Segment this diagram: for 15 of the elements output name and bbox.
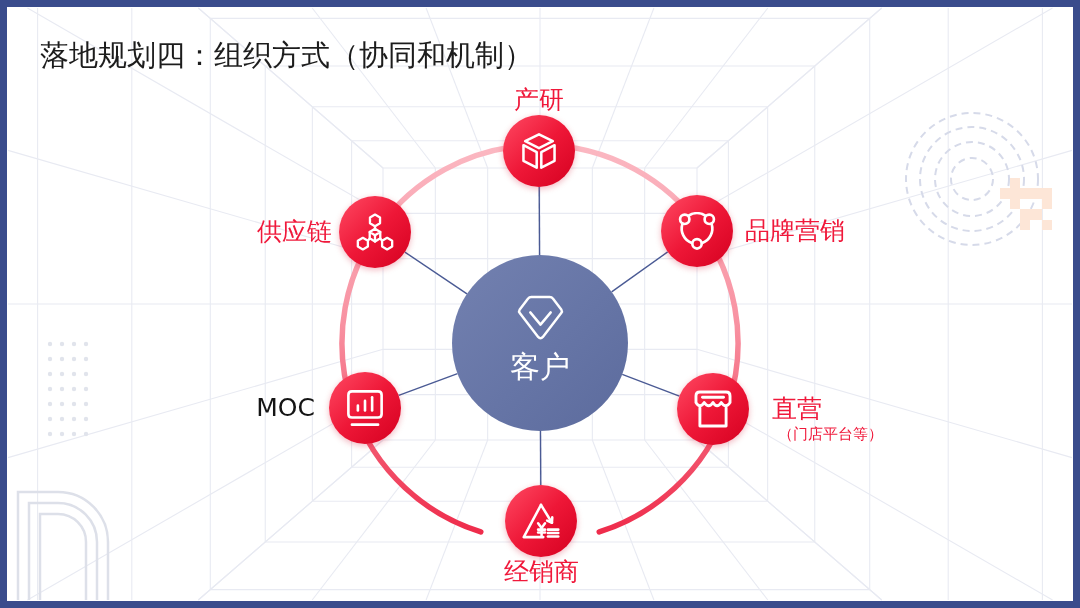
connector-line (398, 372, 459, 397)
node-label: 品牌营销 (745, 216, 845, 246)
node-label: 产研 (514, 85, 564, 115)
connector-line (621, 373, 681, 397)
hub-label: 客户 (510, 349, 570, 385)
slide-title: 落地规划四：组织方式（协同和机制） (40, 37, 533, 73)
connector-line (539, 430, 542, 486)
node-label: MOC (256, 393, 315, 423)
node-label: 经销商 (503, 557, 579, 587)
connector-line (538, 186, 541, 256)
connector-line (404, 251, 468, 295)
node-label: 供应链 (257, 217, 332, 247)
node-label: 直营 (772, 394, 822, 424)
node-sublabel: （门店平台等） (778, 425, 883, 444)
connector-line (610, 251, 669, 293)
